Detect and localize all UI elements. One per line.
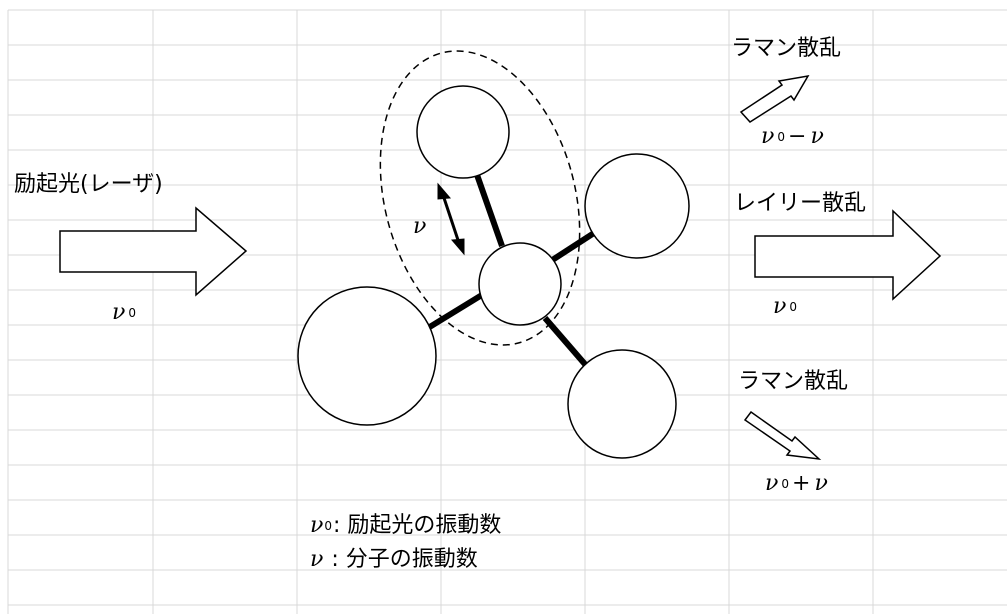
vibration-double-arrow xyxy=(437,182,465,256)
nu-symbol: ν xyxy=(761,124,775,149)
bond-bottom xyxy=(542,316,593,372)
atom-right xyxy=(584,153,690,259)
nu-symbol: ν xyxy=(765,471,779,496)
nu-symbol: ν xyxy=(814,471,828,496)
atom-left xyxy=(297,286,437,426)
vibration-frequency: ν xyxy=(413,214,427,239)
nu-symbol: ν xyxy=(310,547,324,572)
raman-stokes-label: ラマン散乱 xyxy=(731,36,842,61)
subscript: 0 xyxy=(789,300,798,314)
spreadsheet-grid xyxy=(7,9,1007,614)
operator: − xyxy=(788,124,807,149)
nu-symbol: ν xyxy=(310,513,324,538)
legend-text: : 分子の振動数 xyxy=(331,547,478,572)
subscript: 0 xyxy=(128,306,137,320)
atom-center xyxy=(478,242,562,326)
raman-antistokes-arrow xyxy=(743,410,822,461)
rayleigh-arrow xyxy=(754,209,942,301)
subscript: 0 xyxy=(777,130,786,144)
legend-line-excitation: ν0: 励起光の振動数 xyxy=(310,515,501,537)
bond-top xyxy=(473,171,505,247)
subscript: 0 xyxy=(324,519,333,533)
excitation-arrow xyxy=(59,206,248,297)
rayleigh-label: レイリー散乱 xyxy=(734,191,867,216)
bond-left xyxy=(426,287,492,331)
nu-symbol: ν xyxy=(112,300,126,325)
raman-stokes-arrow xyxy=(739,74,810,123)
atom-bottom xyxy=(567,349,677,459)
excitation-label: 励起光(レーザ) xyxy=(14,172,163,197)
nu-symbol: ν xyxy=(810,124,824,149)
legend-line-molecule: ν : 分子の振動数 xyxy=(310,549,478,571)
operator: + xyxy=(792,471,811,496)
atom-top xyxy=(416,85,510,179)
legend-text: : 励起光の振動数 xyxy=(333,513,502,538)
nu-symbol: ν xyxy=(773,294,787,319)
raman-antistokes-label: ラマン散乱 xyxy=(738,369,849,394)
subscript: 0 xyxy=(781,477,790,491)
